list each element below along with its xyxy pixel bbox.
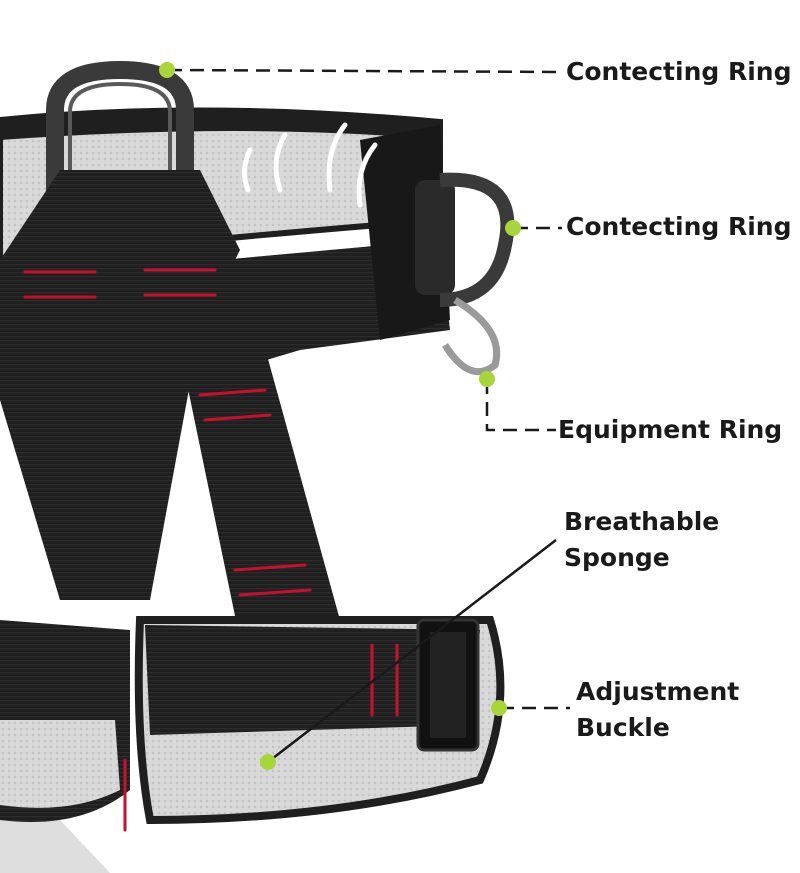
callout-lines [167, 68, 570, 763]
callout-connecting-ring-top: Contecting Ring [566, 54, 791, 90]
leg-strap-descending [180, 330, 340, 640]
marker-dot-buckle [491, 700, 507, 716]
callout-connecting-ring-side: Contecting Ring [566, 209, 791, 245]
red-stitching [23, 268, 399, 832]
waist-belt-rim [0, 110, 440, 140]
leader-ring-top [167, 68, 563, 74]
callout-text-line2: Sponge [564, 543, 670, 572]
leader-sponge [267, 539, 557, 763]
breathability-arrows [242, 122, 378, 208]
callout-text: Contecting Ring [566, 212, 792, 241]
marker-dot-ring-side [505, 220, 521, 236]
callout-adjustment-buckle: Adjustment Buckle [576, 674, 739, 746]
marker-dot-sponge [260, 754, 276, 770]
callout-equipment-ring: Equipment Ring [558, 412, 782, 448]
marker-dot-ring-top [159, 62, 175, 78]
left-leg-loop-padding [0, 720, 120, 808]
marker-dots [159, 62, 521, 770]
main-strap [0, 240, 450, 380]
callout-text: Equipment Ring [558, 415, 783, 444]
equipment-ring [442, 296, 501, 376]
callout-text: Contecting Ring [566, 57, 792, 86]
side-connecting-ring [439, 172, 515, 307]
top-d-ring [46, 61, 194, 210]
callout-breathable-sponge: Breathable Sponge [564, 504, 719, 576]
callout-text-line2: Buckle [576, 713, 670, 742]
leader-equipment [485, 380, 556, 432]
marker-dot-equipment [479, 371, 495, 387]
side-ring-plate [415, 180, 455, 295]
callout-text-line1: Adjustment [576, 677, 740, 706]
callout-text-line1: Breathable [564, 507, 720, 536]
